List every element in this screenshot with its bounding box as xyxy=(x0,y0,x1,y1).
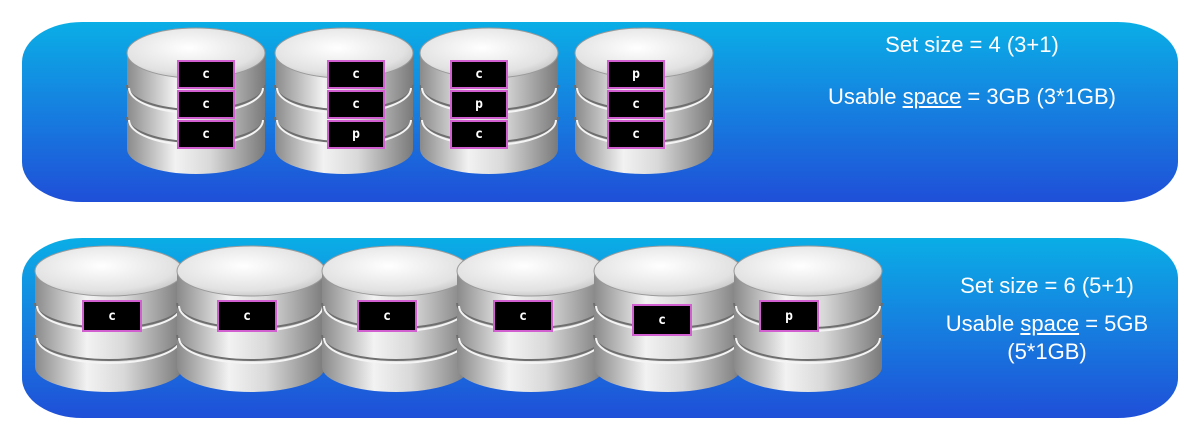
set-size-label: Set size = 4 (3+1) xyxy=(885,32,1059,57)
data-chunk: c xyxy=(607,90,665,119)
disk: p xyxy=(733,245,883,392)
set-size-label: Set size = 6 (5+1) xyxy=(960,273,1134,298)
data-chunk: c xyxy=(327,90,385,119)
parity-chunk: p xyxy=(450,90,508,119)
usable-underlined-word: space xyxy=(902,84,962,109)
set-info: Set size = 4 (3+1) Usable space = 3GB (3… xyxy=(792,32,1152,110)
usable-space-label: Usable space = 3GB (3*1GB) xyxy=(792,84,1152,110)
data-chunk: c xyxy=(177,90,235,119)
data-chunk: c xyxy=(327,60,385,89)
data-chunk: c xyxy=(632,304,692,336)
disk: c xyxy=(176,245,326,392)
data-chunk: c xyxy=(357,300,417,332)
disk: c xyxy=(593,245,743,392)
usable-underlined-word: space xyxy=(1020,311,1080,336)
usable-suffix: = 3GB (3*1GB) xyxy=(961,84,1116,109)
data-chunk: c xyxy=(450,120,508,149)
parity-chunk: p xyxy=(759,300,819,332)
parity-chunk: p xyxy=(327,120,385,149)
disk: c xyxy=(456,245,606,392)
disk: c xyxy=(321,245,471,392)
parity-chunk: p xyxy=(607,60,665,89)
data-chunk: c xyxy=(177,60,235,89)
usable-suffix: = 5GB xyxy=(1079,311,1149,336)
data-chunk: c xyxy=(450,60,508,89)
usable-space-label: Usable space = 5GB xyxy=(922,311,1172,337)
set-info: Set size = 6 (5+1) Usable space = 5GB (5… xyxy=(922,273,1172,365)
data-chunk: c xyxy=(217,300,277,332)
data-chunk: c xyxy=(82,300,142,332)
disk: c xyxy=(34,245,184,392)
data-chunk: c xyxy=(177,120,235,149)
data-chunk: c xyxy=(493,300,553,332)
raid-set-6-panel: c c c c c p Set size = 6 (5+1) Usable space =… xyxy=(22,238,1178,418)
data-chunk: c xyxy=(607,120,665,149)
usable-space-detail: (5*1GB) xyxy=(1007,339,1087,364)
usable-prefix: Usable xyxy=(828,84,903,109)
usable-prefix: Usable xyxy=(945,311,1021,336)
